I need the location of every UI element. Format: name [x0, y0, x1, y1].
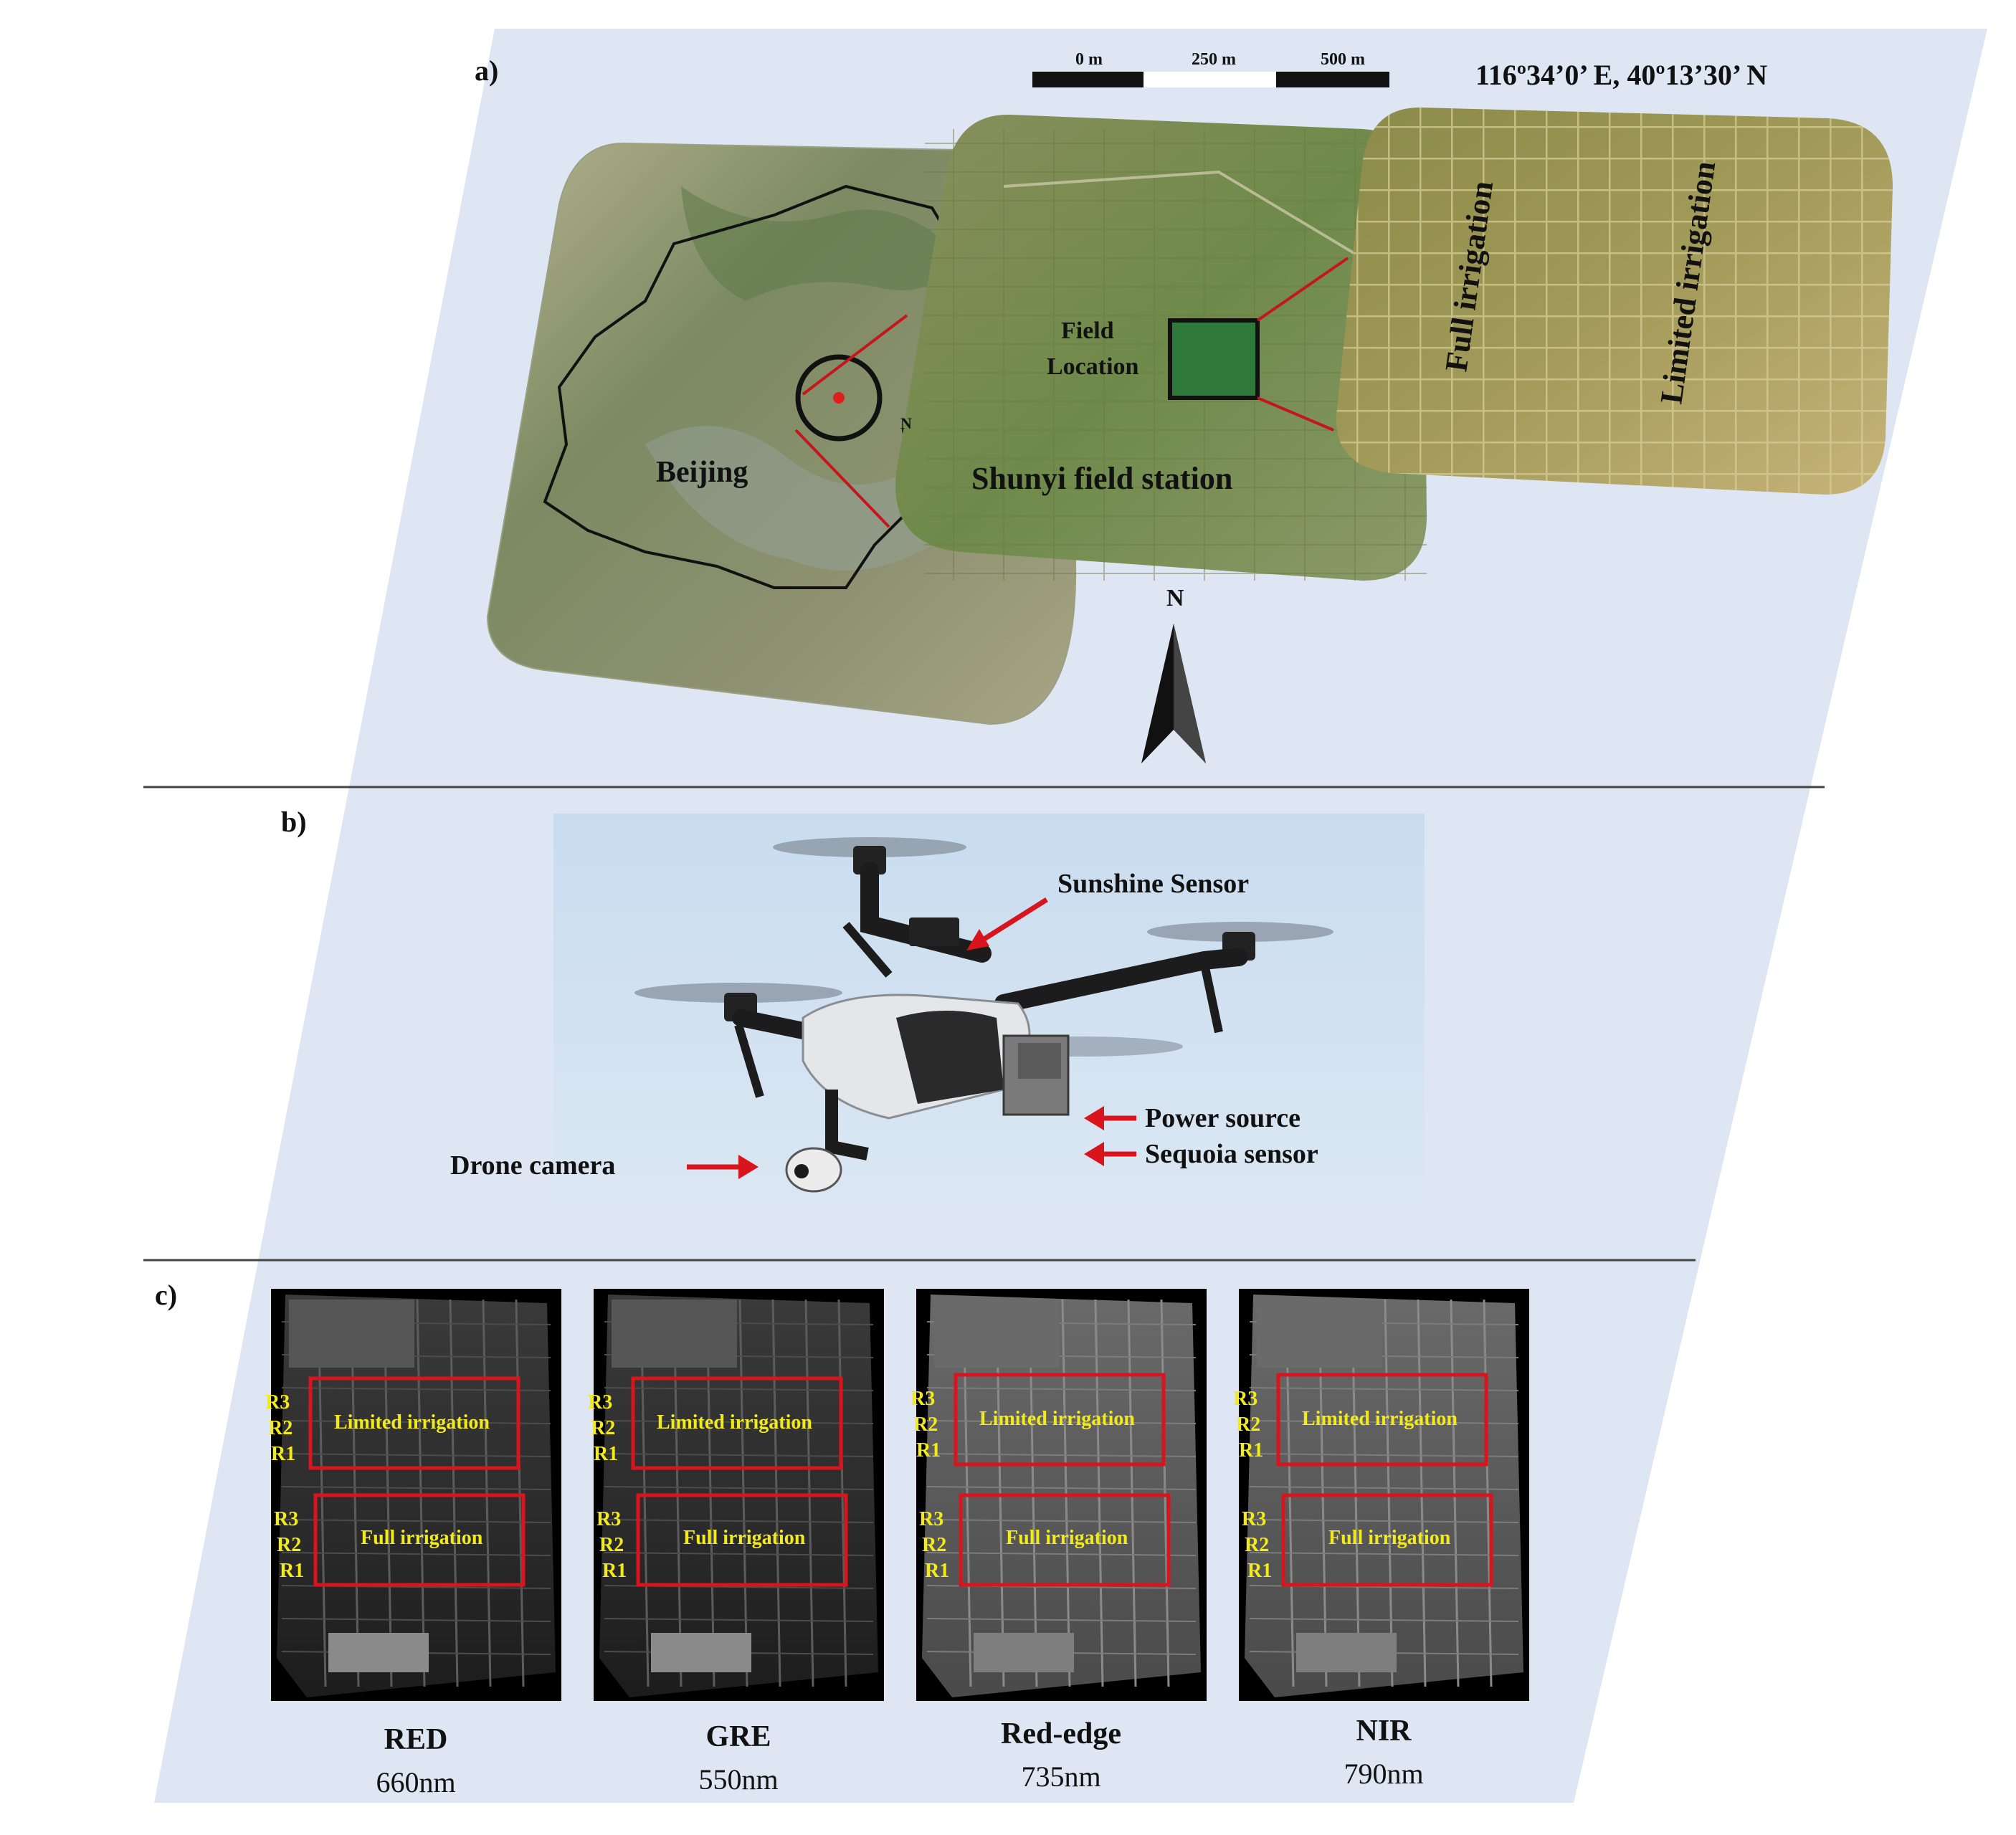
band-wavelength-label: 660nm	[376, 1766, 455, 1798]
drone-camera	[785, 1147, 842, 1193]
row-label-r2: R2	[277, 1534, 301, 1556]
row-label-r2: R2	[591, 1417, 615, 1439]
drone-camera-label: Drone camera	[450, 1150, 615, 1181]
field-location-label-2: Location	[1047, 353, 1139, 380]
row-label-r1: R1	[594, 1443, 618, 1465]
row-label-r3: R3	[265, 1391, 290, 1414]
small-north-label: N	[900, 414, 912, 432]
limited-irrigation-box	[308, 1376, 520, 1470]
field-location-box	[1168, 318, 1260, 400]
row-label-r1: R1	[280, 1560, 304, 1582]
row-label-r2: R2	[1236, 1414, 1260, 1436]
row-label-r3: R3	[919, 1508, 943, 1530]
field-locator-dot	[833, 392, 845, 404]
row-label-r1: R1	[925, 1560, 949, 1582]
limited-irrigation-text: Limited irrigation	[334, 1411, 490, 1434]
row-label-r2: R2	[1245, 1534, 1269, 1556]
row-label-r3: R3	[1242, 1508, 1266, 1530]
drone-illustration	[634, 837, 1333, 1193]
full-irrigation-text: Full irrigation	[683, 1527, 806, 1549]
beijing-label: Beijing	[656, 456, 748, 489]
full-irrigation-box	[636, 1493, 848, 1587]
sequoia-sensor-label: Sequoia sensor	[1145, 1139, 1318, 1169]
full-irrigation-text: Full irrigation	[361, 1527, 483, 1549]
limited-irrigation-box	[954, 1373, 1166, 1467]
scale-bar: 0 m 250 m 500 m	[1032, 50, 1389, 87]
drone-callouts: Sunshine Sensor Power source Sequoia sen…	[450, 869, 1318, 1181]
field-closeup-map: Full irrigation Limited irrigation	[1336, 108, 1893, 495]
north-arrow: N	[1141, 585, 1206, 763]
row-label-r2: R2	[599, 1534, 624, 1556]
power-source-label: Power source	[1145, 1103, 1301, 1133]
scale-tick-0: 0 m	[1075, 50, 1103, 69]
limited-irrigation-box	[1276, 1373, 1488, 1467]
row-label-r1: R1	[271, 1443, 295, 1465]
panel-b-label: b)	[281, 806, 307, 838]
limited-irrigation-box	[631, 1376, 843, 1470]
shunyi-station-label: Shunyi field station	[971, 461, 1232, 496]
band-name-label: GRE	[705, 1720, 771, 1753]
limited-irrigation-text: Limited irrigation	[979, 1408, 1135, 1430]
sunshine-sensor-label: Sunshine Sensor	[1057, 869, 1249, 899]
band-wavelength-label: 550nm	[698, 1763, 778, 1796]
band-wavelength-label: 790nm	[1344, 1758, 1423, 1790]
row-label-r1: R1	[1247, 1560, 1272, 1582]
row-label-r3: R3	[596, 1508, 621, 1530]
row-label-r2: R2	[913, 1414, 938, 1436]
row-label-r2: R2	[922, 1534, 946, 1556]
field-locator-circle	[795, 354, 883, 442]
power-source	[1018, 1043, 1061, 1079]
panel-b: b)	[281, 806, 1425, 1211]
row-label-r1: R1	[916, 1439, 941, 1462]
panel-c-label: c)	[155, 1279, 177, 1311]
row-label-r3: R3	[910, 1388, 935, 1410]
full-irrigation-box	[313, 1493, 526, 1587]
scale-tick-500: 500 m	[1321, 50, 1365, 69]
full-irrigation-box	[1281, 1493, 1493, 1587]
panel-a: a) Beijing Field Location N Shunyi field…	[475, 50, 1893, 763]
row-label-r1: R1	[1239, 1439, 1263, 1462]
row-label-r3: R3	[274, 1508, 298, 1530]
row-label-r3: R3	[588, 1391, 612, 1414]
field-location-label: Field	[1061, 318, 1114, 344]
full-irrigation-text: Full irrigation	[1328, 1527, 1451, 1549]
band-wavelength-label: 735nm	[1021, 1760, 1100, 1793]
full-irrigation-box	[959, 1493, 1171, 1587]
coordinates-label: 116º34’0’ E, 40º13’30’ N	[1475, 59, 1767, 91]
full-irrigation-text: Full irrigation	[1006, 1527, 1128, 1549]
row-label-r3: R3	[1233, 1388, 1257, 1410]
row-label-r1: R1	[602, 1560, 627, 1582]
scale-tick-250: 250 m	[1192, 50, 1236, 69]
band-name-label: Red-edge	[1001, 1717, 1121, 1750]
limited-irrigation-text: Limited irrigation	[657, 1411, 812, 1434]
band-name-label: NIR	[1356, 1715, 1412, 1748]
row-label-r2: R2	[268, 1417, 293, 1439]
band-name-label: RED	[384, 1723, 448, 1756]
north-arrow-label: N	[1166, 585, 1184, 611]
sunshine-sensor	[909, 918, 959, 946]
limited-irrigation-text: Limited irrigation	[1302, 1408, 1458, 1430]
panel-a-label: a)	[475, 54, 498, 87]
